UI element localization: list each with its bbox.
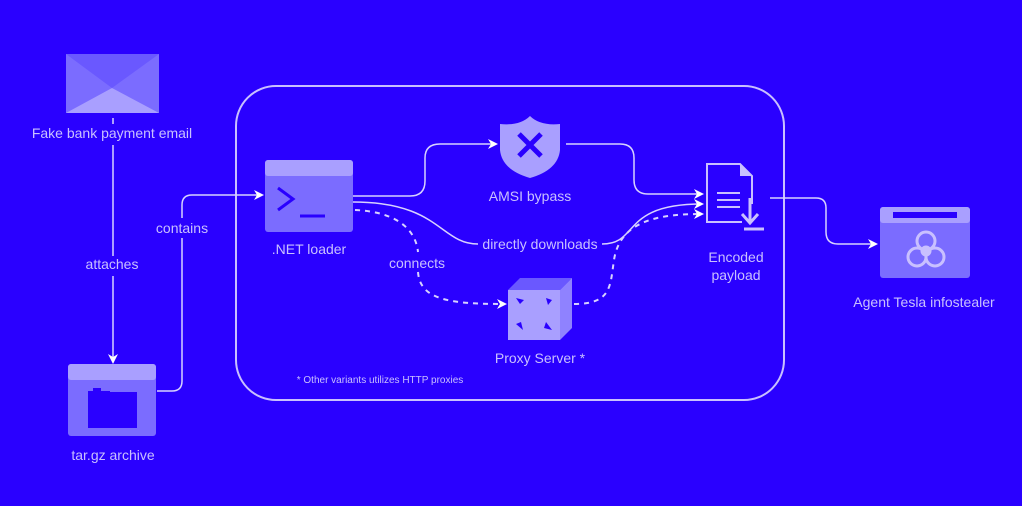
edge-amsi-payload <box>566 143 704 199</box>
cube-icon <box>508 278 572 340</box>
archive-label: tar.gz archive <box>71 447 155 463</box>
payload-label-line1: Encoded <box>708 249 764 265</box>
edge-directly-downloads <box>352 202 702 245</box>
edge-loader-amsi <box>353 139 498 197</box>
shield-x-icon <box>500 116 560 178</box>
edge-label-connects: connects <box>388 255 446 271</box>
envelope-icon <box>66 54 159 113</box>
edge-label-directly-downloads: directly downloads <box>482 236 598 252</box>
tesla-label: Agent Tesla infostealer <box>853 294 995 310</box>
loader-container-box <box>235 85 785 401</box>
document-download-icon <box>706 163 764 231</box>
edge-label-attaches: attaches <box>85 256 139 272</box>
biohazard-window-icon <box>880 207 970 278</box>
amsi-label: AMSI bypass <box>488 188 572 204</box>
edge-connects <box>354 209 505 304</box>
proxy-label: Proxy Server * <box>494 350 586 366</box>
footnote: * Other variants utilizes HTTP proxies <box>296 375 464 386</box>
terminal-icon <box>265 160 353 232</box>
edge-proxy-payload <box>573 209 704 305</box>
edge-payload-tesla <box>770 197 878 249</box>
folder-window-icon <box>68 364 156 436</box>
email-label: Fake bank payment email <box>31 125 193 141</box>
loader-label: .NET loader <box>271 241 347 257</box>
edge-label-contains: contains <box>155 218 209 238</box>
edge-contains <box>157 190 264 392</box>
payload-label: Encoded payload <box>708 248 763 284</box>
payload-label-line2: payload <box>711 267 761 283</box>
